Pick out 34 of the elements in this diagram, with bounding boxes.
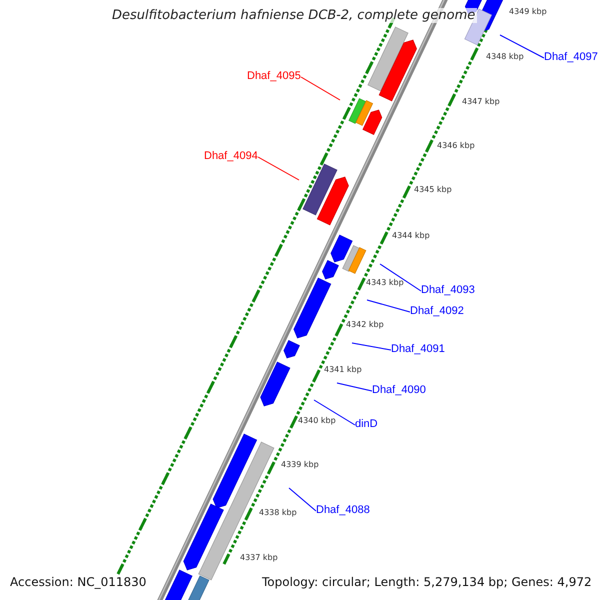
gene-label: Dhaf_4090 bbox=[372, 384, 426, 396]
scale-label: 4345 kbp bbox=[414, 185, 452, 194]
scale-label: 4349 kbp bbox=[509, 7, 547, 16]
gene-label: Dhaf_4091 bbox=[391, 343, 445, 355]
scale-label: 4337 kbp bbox=[240, 553, 278, 562]
scale-label: 4338 kbp bbox=[259, 508, 297, 517]
leader-line bbox=[352, 342, 392, 350]
scale-label: 4344 kbp bbox=[392, 231, 430, 240]
gene-label: Dhaf_4094 bbox=[204, 150, 258, 162]
scale-label: 4347 kbp bbox=[462, 97, 500, 106]
leader-line bbox=[500, 34, 544, 58]
gene-label: Dhaf_4095 bbox=[247, 70, 301, 82]
title: Desulfitobacterium hafniense DCB-2, complete genome bbox=[110, 8, 478, 23]
gene-label: dinD bbox=[355, 418, 378, 430]
leader-line bbox=[288, 488, 316, 512]
scale-label: 4340 kbp bbox=[298, 416, 336, 425]
gene-label: Dhaf_4097 bbox=[544, 51, 598, 63]
leader-line bbox=[336, 382, 372, 392]
scale-label: 4346 kbp bbox=[437, 141, 475, 150]
scale-label: 4341 kbp bbox=[324, 365, 362, 374]
leader-line bbox=[314, 400, 356, 426]
footer-text: Accession: NC_011830 bbox=[10, 575, 146, 589]
gene-label: Dhaf_4093 bbox=[421, 284, 475, 296]
scale-label: 4348 kbp bbox=[486, 52, 524, 61]
gene-label: Dhaf_4092 bbox=[410, 305, 464, 317]
scale-label: 4342 kbp bbox=[346, 320, 384, 329]
scale-label: 4339 kbp bbox=[281, 460, 319, 469]
gene-label: Dhaf_4088 bbox=[316, 504, 370, 516]
footer-text: Topology: circular; Length: 5,279,134 bp; Genes: 4,972 bbox=[262, 575, 592, 589]
leader-line bbox=[300, 76, 340, 100]
leader-line bbox=[258, 156, 300, 180]
leader-line bbox=[366, 300, 410, 312]
leader-line bbox=[380, 264, 422, 292]
scale-label: 4343 kbp bbox=[366, 278, 404, 287]
